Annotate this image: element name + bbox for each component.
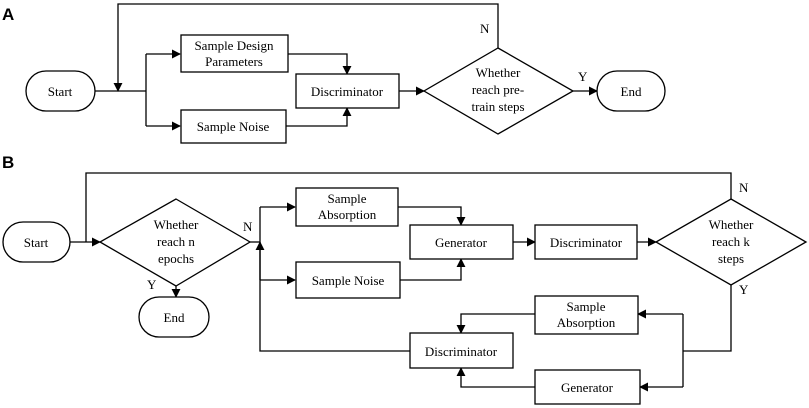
panel-b-generator-bottom-box (534, 369, 641, 405)
panel-a-end-label: End (621, 84, 642, 99)
panel-b-start-label: Start (24, 235, 49, 250)
panel-b-epochs-no-label: N (243, 219, 253, 234)
panel-b-sample-absorption-bottom-box (534, 295, 639, 335)
panel-a-decision-line3: train steps (471, 99, 524, 114)
panel-a-yes-label: Y (578, 69, 588, 84)
panel-a-start-label: Start (48, 84, 73, 99)
panel-a-decision-line2: reach pre- (472, 82, 524, 97)
panel-b-epochs-line3: epochs (158, 251, 194, 266)
panel-a-end-terminal (596, 70, 666, 112)
panel-a-connectors (95, 3, 598, 131)
panel-b-epochs-yes-label: Y (147, 277, 157, 292)
panel-b-steps-line2: reach k (712, 234, 750, 249)
panel-b-discriminator-top-label: Discriminator (550, 235, 623, 250)
panel-b-discriminator-bottom-label: Discriminator (425, 344, 498, 359)
panel-a-sample-design-box (180, 34, 289, 73)
panel-a-no-label: N (480, 21, 490, 36)
panel-a-decision-diamond (422, 47, 575, 135)
panel-b-start-terminal (2, 221, 71, 263)
panel-b-sample-noise-label: Sample Noise (312, 273, 385, 288)
panel-b-epochs-line1: Whether (154, 217, 199, 232)
panel-b-steps-yes-label: Y (739, 282, 749, 297)
panel-b-sample-absorption-bottom-line1: Sample (567, 299, 606, 314)
panel-a-start-terminal (25, 70, 96, 112)
panel-b-sample-noise-box (295, 261, 401, 299)
panel-a-label: A (2, 5, 14, 24)
panel-b-generator-top-box (409, 224, 514, 260)
panel-b-generator-bottom-label: Generator (561, 380, 614, 395)
panel-a-sample-noise-label: Sample Noise (197, 119, 270, 134)
panel-a-sample-design-line1: Sample Design (194, 38, 274, 53)
panel-b-sample-absorption-top-box (295, 187, 399, 227)
panel-b-connectors (70, 172, 732, 392)
panel-b-label: B (2, 153, 14, 172)
panel-a-sample-noise-box (180, 109, 287, 144)
panel-b-discriminator-top-box (534, 224, 638, 260)
panel-b-steps-no-label: N (739, 180, 749, 195)
panel-b-steps-decision-diamond (654, 198, 808, 286)
panel-a-discriminator-label: Discriminator (311, 84, 384, 99)
panel-b-generator-top-label: Generator (435, 235, 488, 250)
panel-a-sample-design-line2: Parameters (205, 54, 263, 69)
panel-b-sample-absorption-bottom-line2: Absorption (557, 315, 616, 330)
panel-b-discriminator-bottom-box (409, 332, 514, 369)
panel-b-sample-absorption-top-line2: Absorption (318, 207, 377, 222)
panel-b-epochs-line2: reach n (157, 234, 195, 249)
panel-b-end-terminal (138, 296, 210, 338)
panel-b-epochs-decision-diamond (98, 198, 252, 287)
panel-b-steps-line3: steps (718, 251, 744, 266)
panel-a-decision-line1: Whether (476, 65, 521, 80)
panel-b-end-label: End (164, 310, 185, 325)
panel-b-sample-absorption-top-line1: Sample (328, 191, 367, 206)
panel-a-discriminator-box (295, 73, 400, 109)
panel-b-steps-line1: Whether (709, 217, 754, 232)
